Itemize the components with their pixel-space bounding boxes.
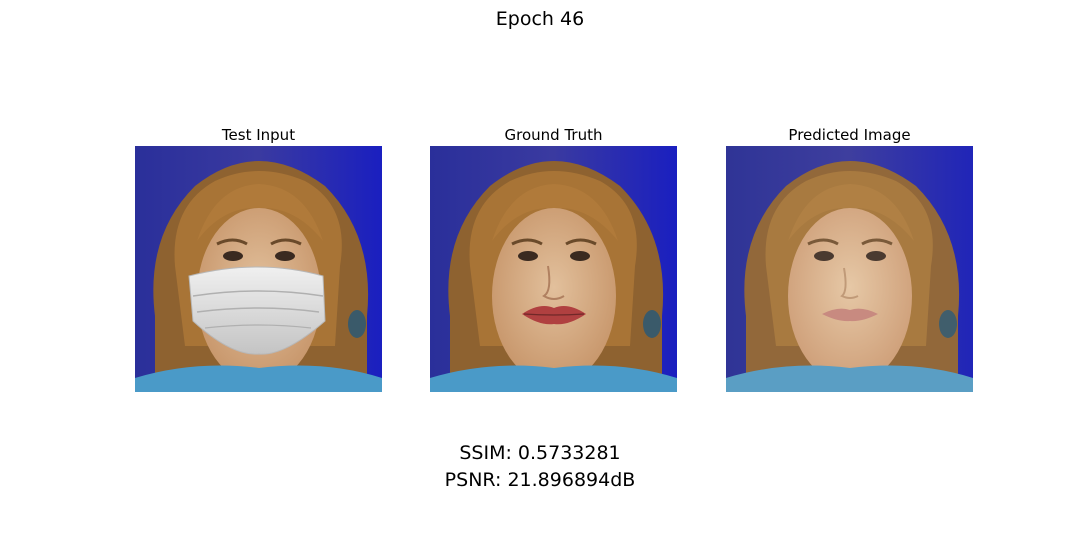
panel-predicted-image: Predicted Image — [726, 124, 973, 392]
figure-title: Epoch 46 — [495, 8, 585, 30]
test-input-image — [135, 146, 382, 392]
panel-title-test-input: Test Input — [221, 126, 296, 144]
panel-title-ground-truth: Ground Truth — [504, 126, 603, 144]
panel-ground-truth: Ground Truth — [430, 124, 677, 392]
predicted-image — [726, 146, 973, 392]
panel-title-predicted-image: Predicted Image — [788, 126, 911, 144]
metrics-block: SSIM: 0.5733281 PSNR: 21.896894dB — [0, 440, 1080, 494]
psnr-value: PSNR: 21.896894dB — [444, 469, 636, 491]
ssim-value: SSIM: 0.5733281 — [459, 442, 621, 464]
panel-test-input: Test Input — [135, 124, 382, 392]
ground-truth-image — [430, 146, 677, 392]
